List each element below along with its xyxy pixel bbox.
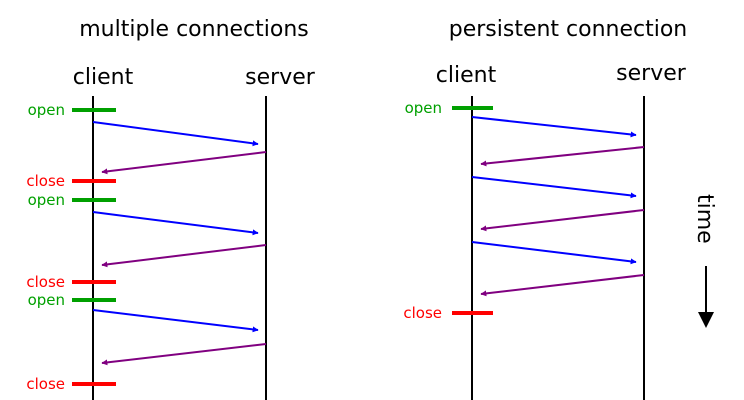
left-server-label: server [245, 65, 316, 90]
right-server-label: server [616, 61, 687, 86]
response-arrow [480, 209, 645, 232]
request-arrow [92, 121, 259, 147]
close-label: close [26, 273, 65, 291]
response-arrow [101, 244, 267, 268]
request-arrow [92, 309, 259, 333]
open-label: open [28, 291, 65, 309]
request-arrow [471, 176, 637, 199]
close-label: close [26, 172, 65, 190]
response-arrow [480, 274, 645, 297]
multiple-connections-title: multiple connections [79, 17, 309, 42]
response-arrow [480, 146, 645, 167]
open-label: open [28, 191, 65, 209]
close-label: close [26, 375, 65, 393]
request-arrow [92, 211, 259, 236]
multiple-connections-panel: multiple connections client server open … [26, 17, 316, 400]
right-client-label: client [436, 63, 497, 88]
persistent-connection-panel: persistent connection client server open… [403, 17, 687, 400]
persistent-connection-title: persistent connection [449, 17, 688, 42]
request-arrow [471, 241, 637, 265]
time-axis: time [692, 194, 717, 328]
open-label: open [405, 99, 442, 117]
time-arrow-down-icon [698, 312, 714, 328]
close-label: close [403, 304, 442, 322]
response-arrow [101, 151, 267, 175]
response-arrow [101, 343, 267, 366]
request-arrow [471, 116, 637, 138]
left-client-label: client [73, 65, 134, 90]
time-label: time [692, 194, 717, 244]
open-label: open [28, 101, 65, 119]
